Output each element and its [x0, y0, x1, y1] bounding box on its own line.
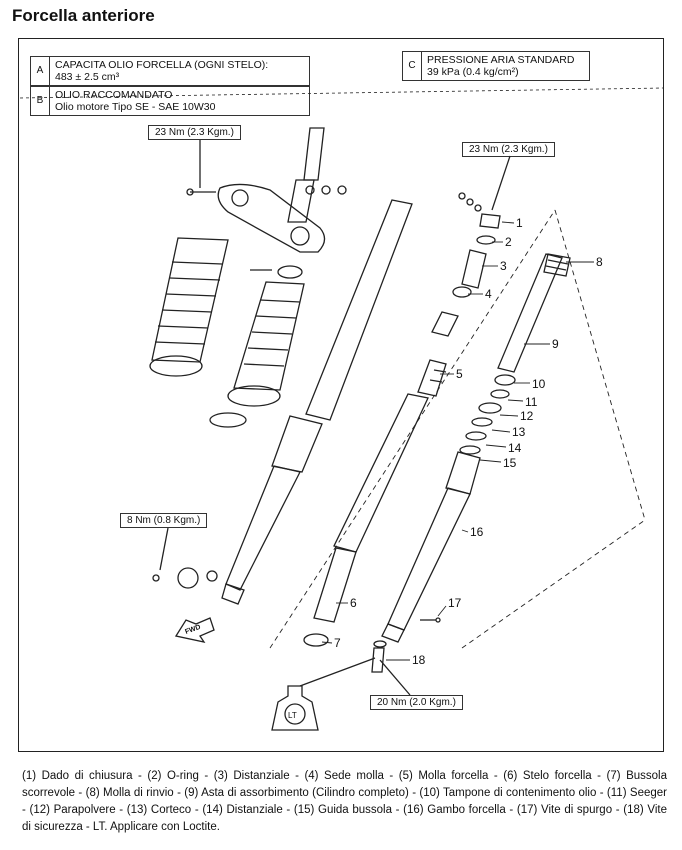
- torque-bottom-left: 8 Nm (0.8 Kgm.): [120, 513, 208, 528]
- part-label-4: 4: [485, 287, 492, 301]
- spec-b-letter: B: [31, 87, 50, 115]
- torque-bottom-center: 20 Nm (2.0 Kgm.): [370, 695, 463, 710]
- spec-c-box: C PRESSIONE ARIA STANDARD 39 kPa (0.4 kg…: [402, 51, 590, 81]
- spec-b-line1: OLIO RACCOMANDATO: [55, 89, 173, 101]
- part-label-13: 13: [512, 425, 526, 439]
- part-label-9: 9: [552, 337, 559, 351]
- part-label-5: 5: [456, 367, 463, 381]
- part-label-7: 7: [334, 636, 341, 650]
- spec-a-letter: A: [31, 57, 50, 85]
- spec-b-line2: Olio motore Tipo SE - SAE 10W30: [55, 101, 216, 113]
- lt-label: LT: [288, 711, 297, 720]
- part-label-17: 17: [448, 596, 462, 610]
- parts-caption: (1) Dado di chiusura - (2) O-ring - (3) …: [22, 770, 667, 833]
- fwd-label: FWD: [184, 624, 201, 636]
- part-label-18: 18: [412, 653, 426, 667]
- part-label-14: 14: [508, 441, 522, 455]
- part-label-11: 11: [525, 395, 538, 409]
- spec-c-letter: C: [403, 52, 422, 80]
- part-label-6: 6: [350, 596, 357, 610]
- torque-top-right: 23 Nm (2.3 Kgm.): [462, 142, 555, 157]
- part-label-2: 2: [505, 235, 512, 249]
- spec-c-line1: PRESSIONE ARIA STANDARD: [427, 54, 575, 66]
- part-label-1: 1: [516, 216, 523, 230]
- spec-c-line2: 39 kPa (0.4 kg/cm²): [427, 66, 519, 78]
- spec-a-box: A CAPACITA OLIO FORCELLA (OGNI STELO): 4…: [30, 56, 310, 86]
- spec-b-box: B OLIO RACCOMANDATO Olio motore Tipo SE …: [30, 86, 310, 116]
- part-label-8: 8: [596, 255, 603, 269]
- part-label-12: 12: [520, 409, 534, 423]
- spec-a-line1: CAPACITA OLIO FORCELLA (OGNI STELO):: [55, 59, 269, 71]
- torque-top-left: 23 Nm (2.3 Kgm.): [148, 125, 241, 140]
- part-label-10: 10: [532, 377, 546, 391]
- part-label-3: 3: [500, 259, 507, 273]
- page-title: Forcella anteriore: [12, 6, 155, 25]
- part-label-15: 15: [503, 456, 517, 470]
- part-label-16: 16: [470, 525, 484, 539]
- spec-a-line2: 483 ± 2.5 cm³: [55, 71, 120, 83]
- diagram-frame: [18, 38, 664, 752]
